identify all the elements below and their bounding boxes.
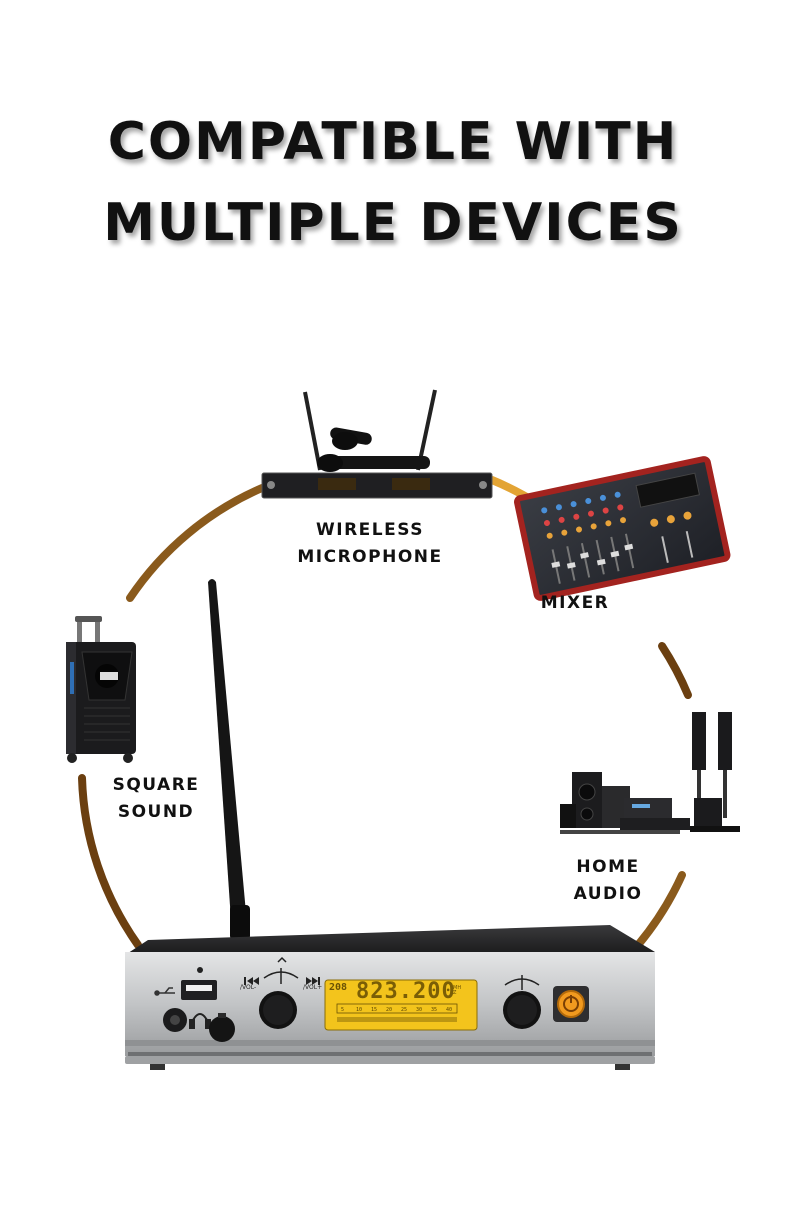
usb-port: [181, 967, 217, 1000]
label-home-audio-line2: AUDIO: [573, 884, 643, 904]
main-control-knob[interactable]: [259, 991, 297, 1029]
next-icon: [306, 977, 320, 985]
lcd-scale: 5 10 15 20 25 30 35 40: [341, 1007, 452, 1013]
square-sound-image: [66, 616, 136, 763]
lcd-display: [324, 979, 478, 1031]
vol-plus-label: /VOL+: [303, 984, 323, 991]
lcd-unit: MHZ: [453, 985, 462, 996]
wireless-microphone-image: [261, 389, 493, 499]
lcd-frequency: 823.200: [356, 979, 456, 1004]
antenna: [208, 579, 250, 940]
lcd-scale-tick: 5: [341, 1007, 344, 1013]
lcd-scale-tick: 30: [416, 1007, 422, 1013]
power-button[interactable]: [553, 986, 589, 1022]
headphone-jack: [163, 1008, 187, 1032]
headphone-volume-knob[interactable]: [209, 1013, 235, 1042]
lcd-scale-tick: 20: [386, 1007, 392, 1013]
headline-line-2: MULTIPLE DEVICES: [103, 193, 683, 253]
label-home-audio: HOME AUDIO: [548, 854, 668, 908]
label-wireless-microphone: WIRELESS MICROPHONE: [280, 517, 460, 571]
label-square-sound: SQUARE SOUND: [96, 772, 216, 826]
vol-minus-label: /VOL-: [240, 984, 257, 991]
label-mixer-line1: MIXER: [540, 593, 610, 613]
lcd-scale-tick: 10: [356, 1007, 362, 1013]
connection-ring: [78, 476, 692, 949]
lcd-channel: 208: [329, 982, 348, 993]
home-audio-image: [560, 712, 740, 834]
lcd-scale-tick: 35: [431, 1007, 437, 1013]
headphones-icon: [189, 1013, 211, 1029]
label-square-sound-line2: SOUND: [117, 802, 195, 822]
label-mixer: MIXER: [520, 590, 630, 617]
lcd-scale-tick: 25: [401, 1007, 407, 1013]
label-square-sound-line1: SQUARE: [112, 775, 200, 795]
previous-icon: [244, 977, 259, 985]
label-wireless-microphone-line2: MICROPHONE: [297, 547, 443, 567]
rotate-arrows-icon-2: [504, 975, 540, 990]
mixer-image: [514, 456, 731, 601]
label-home-audio-line1: HOME: [576, 857, 640, 877]
headline-line-1: COMPATIBLE WITH: [107, 112, 679, 172]
rotate-arrows-icon: [263, 956, 299, 984]
lcd-scale-tick: 40: [446, 1007, 452, 1013]
lcd-scale-tick: 15: [371, 1007, 377, 1013]
select-knob[interactable]: [503, 991, 541, 1029]
label-wireless-microphone-line1: WIRELESS: [316, 520, 424, 540]
usb-icon: [154, 987, 175, 996]
